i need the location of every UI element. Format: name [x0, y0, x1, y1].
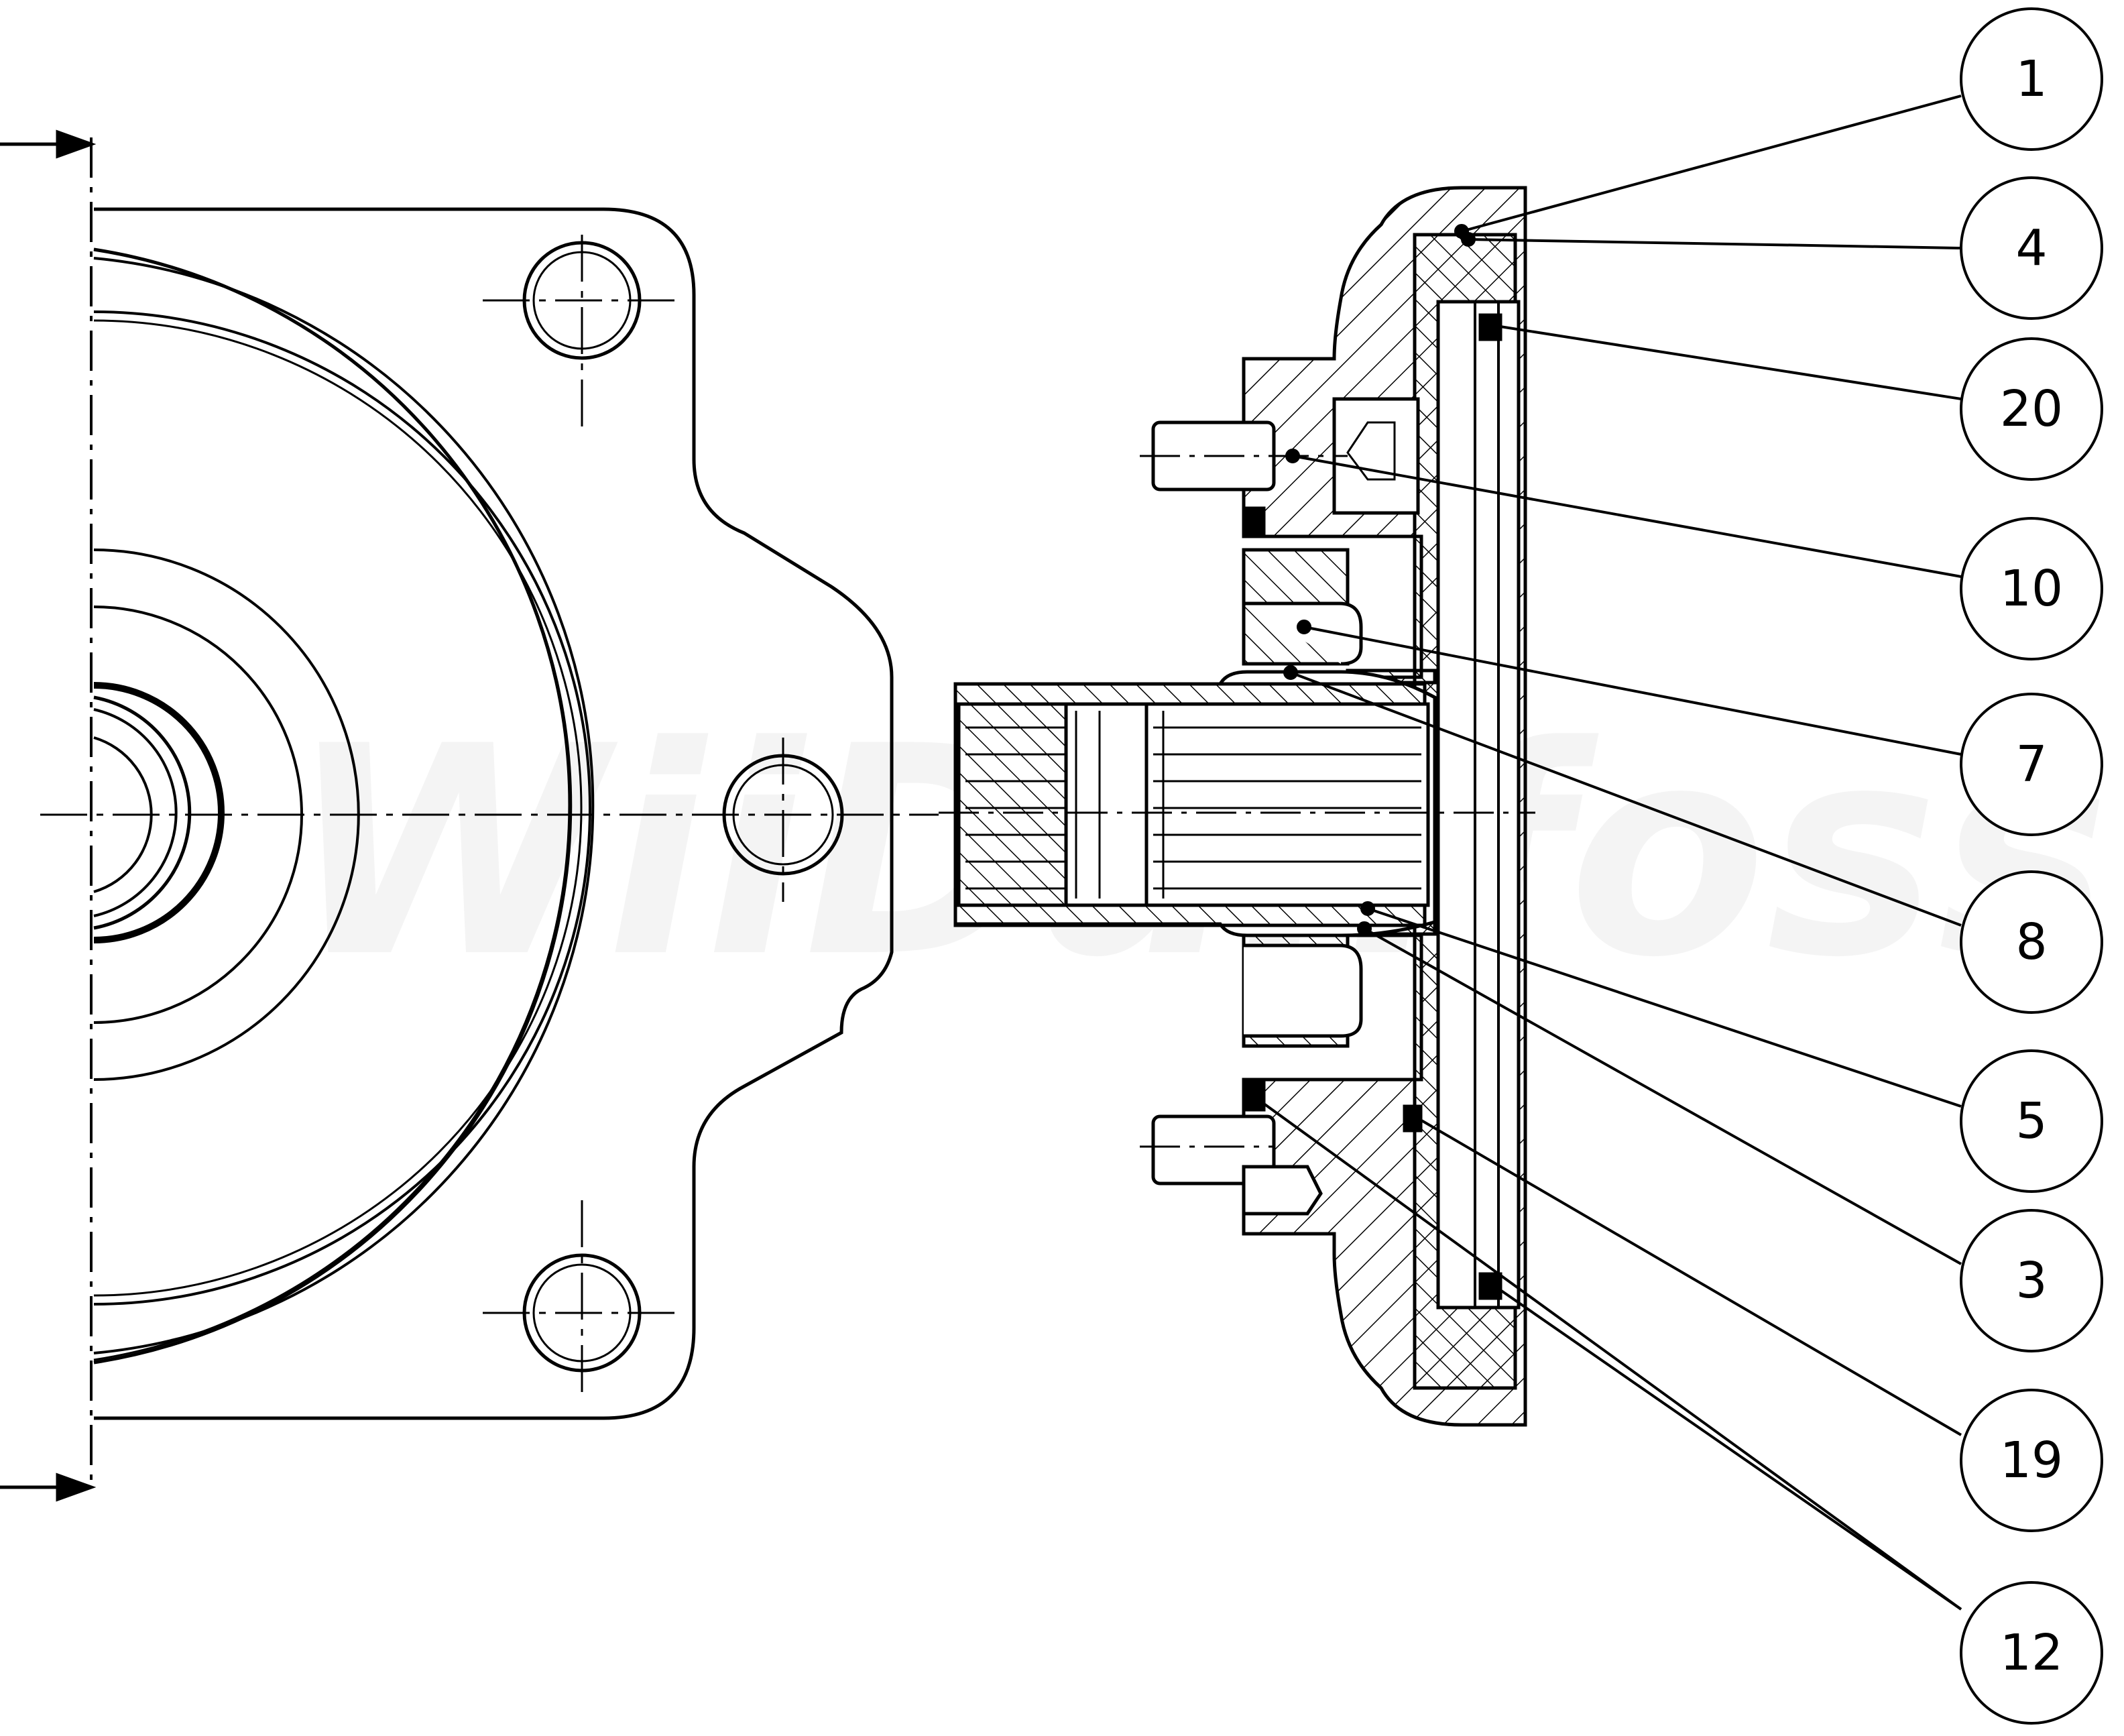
callout-19: 19: [1407, 1109, 2103, 1532]
callout-10: 10: [1285, 449, 2103, 660]
callout-label: 12: [2000, 1624, 2063, 1682]
callout-1: 1: [1454, 7, 2103, 239]
callout-7: 7: [1297, 620, 2103, 836]
callout-label: 20: [2000, 380, 2063, 438]
callout-4: 4: [1461, 176, 2103, 320]
callout-balloons: 1 4 20 10 7 8 5: [1246, 7, 2103, 1725]
callout-label: 3: [2015, 1252, 2047, 1310]
callout-label: 1: [2015, 50, 2047, 108]
callout-12: 12: [1246, 1089, 2103, 1725]
callout-label: 4: [2015, 219, 2047, 277]
callout-label: 5: [2015, 1092, 2047, 1150]
callout-20: 20: [1484, 318, 2103, 481]
callout-label: 10: [2000, 560, 2063, 618]
callout-label: 7: [2015, 736, 2047, 793]
callout-5: 5: [1360, 901, 2103, 1193]
callout-label: 8: [2015, 913, 2047, 971]
callout-8: 8: [1283, 665, 2103, 1014]
section-view: [939, 186, 1535, 1427]
callout-label: 19: [2000, 1432, 2063, 1489]
front-view: [0, 129, 939, 1502]
callout-3: 3: [1357, 921, 2103, 1352]
